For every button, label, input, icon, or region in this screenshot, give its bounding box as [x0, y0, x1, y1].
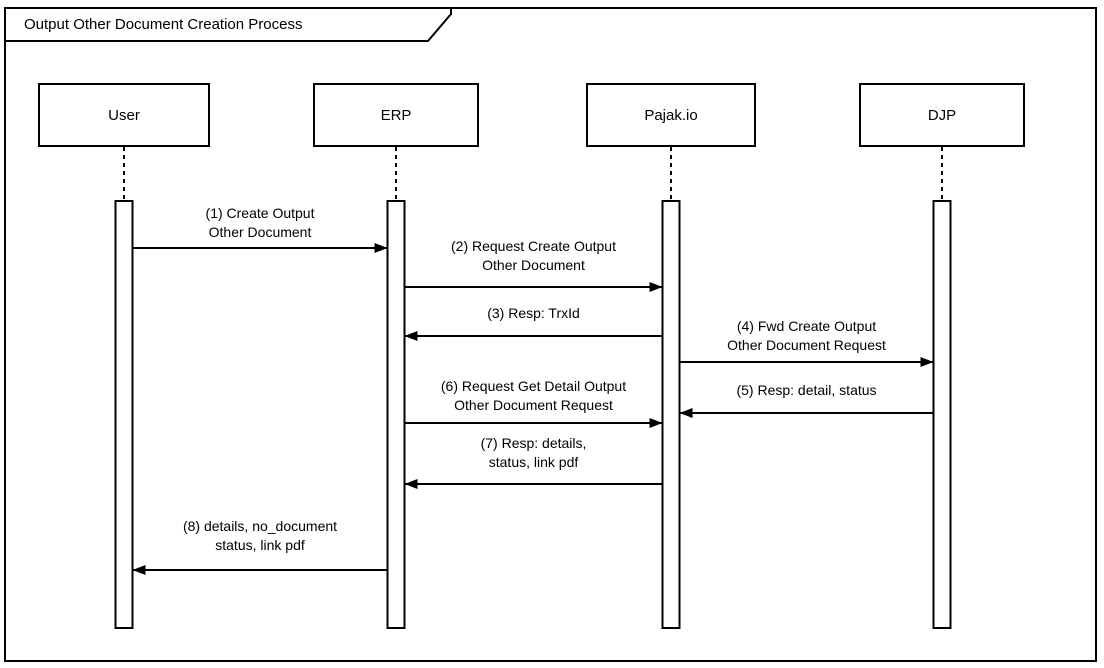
activation-bar-user	[114, 200, 134, 629]
participant-box-djp: DJP	[859, 83, 1025, 147]
participant-label: Pajak.io	[644, 106, 698, 124]
participant-label: User	[108, 106, 140, 124]
message-label-6: (6) Request Get Detail Output Other Docu…	[440, 378, 627, 413]
message-label-3: (3) Resp: TrxId	[487, 305, 580, 321]
message-label-7: (7) Resp: details, status, link pdf	[480, 435, 587, 470]
message-label-2: (2) Request Create Output Other Document	[451, 238, 616, 273]
message-label-5: (5) Resp: detail, status	[736, 382, 877, 398]
message-label-8: (8) details, no_document status, link pd…	[182, 518, 338, 553]
diagram-title-tab	[4, 7, 452, 42]
message-label-4: (4) Fwd Create Output Other Document Req…	[727, 318, 886, 353]
message-label-1: (1) Create Output Other Document	[205, 205, 315, 240]
participant-box-pajakio: Pajak.io	[586, 83, 756, 147]
participant-box-user: User	[38, 83, 210, 147]
diagram-title: Output Other Document Creation Process	[24, 16, 303, 33]
diagram-frame	[4, 7, 1097, 662]
activation-bar-djp	[932, 200, 952, 629]
activation-bar-erp	[386, 200, 406, 629]
participant-label: ERP	[380, 106, 412, 124]
participant-box-erp: ERP	[313, 83, 479, 147]
participant-label: DJP	[927, 106, 957, 124]
